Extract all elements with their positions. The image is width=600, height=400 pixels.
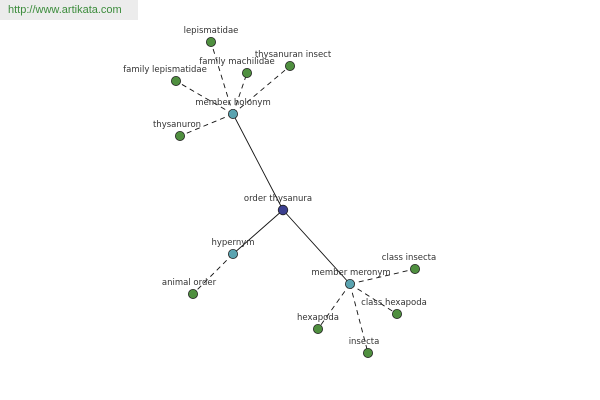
- relation-node-hypernym[interactable]: hypernym: [211, 238, 255, 259]
- root-node[interactable]: order thysanura: [244, 194, 312, 216]
- leaf-node-family-machilidae-dot[interactable]: [241, 68, 252, 79]
- leaf-node-thysanuron-label: thysanuron: [153, 120, 201, 130]
- edge-member-meronym-insecta: [349, 283, 369, 354]
- leaf-node-insecta-dot[interactable]: [362, 347, 373, 358]
- relation-node-member-meronym-dot[interactable]: [344, 278, 355, 289]
- relation-node-member-meronym[interactable]: member meronym: [311, 268, 391, 289]
- leaf-node-class-hexapoda-label: class hexapoda: [361, 298, 427, 308]
- edge-hypernym-animal-order: [192, 253, 234, 295]
- leaf-node-family-lepismatidae-label: family lepismatidae: [123, 65, 207, 75]
- leaf-node-family-machilidae-label: family machilidae: [199, 57, 274, 67]
- relation-node-member-meronym-label: member meronym: [311, 268, 390, 278]
- edge-member-holonym-thysanuron: [179, 113, 234, 137]
- relation-node-member-holonym[interactable]: member holonym: [195, 98, 271, 120]
- leaf-node-insecta-label: insecta: [349, 337, 380, 347]
- leaf-node-animal-order-dot[interactable]: [187, 288, 198, 299]
- leaf-node-thysanuron[interactable]: thysanuron: [153, 120, 201, 141]
- leaf-node-hexapoda-dot[interactable]: [312, 323, 323, 334]
- leaf-node-animal-order-label: animal order: [162, 278, 217, 288]
- root-node-dot[interactable]: [277, 204, 289, 216]
- watermark-url[interactable]: http://www.artikata.com: [8, 4, 122, 16]
- leaf-node-insecta[interactable]: insecta: [349, 337, 380, 358]
- edge-member-meronym-class-insecta: [349, 268, 416, 285]
- edge-root-member-meronym: [282, 209, 351, 285]
- watermark-bar: http://www.artikata.com: [0, 0, 138, 20]
- edge-member-holonym-family-lepismatidae: [175, 80, 234, 115]
- relation-node-hypernym-dot[interactable]: [227, 248, 238, 259]
- leaf-node-animal-order[interactable]: animal order: [162, 278, 217, 299]
- leaf-node-class-insecta[interactable]: class insecta: [382, 253, 436, 274]
- edge-root-member-holonym: [232, 113, 284, 211]
- leaf-node-thysanuran-insect[interactable]: thysanuran insect: [255, 50, 332, 72]
- leaf-node-thysanuran-insect-dot[interactable]: [284, 61, 295, 72]
- leaf-node-lepismatidae-dot[interactable]: [205, 37, 216, 48]
- leaf-node-thysanuran-insect-label: thysanuran insect: [255, 50, 332, 60]
- leaf-node-class-hexapoda[interactable]: class hexapoda: [361, 298, 427, 319]
- leaf-node-thysanuron-dot[interactable]: [174, 130, 185, 141]
- edge-member-holonym-family-machilidae: [232, 72, 248, 115]
- leaf-node-class-insecta-label: class insecta: [382, 253, 436, 263]
- relation-node-hypernym-label: hypernym: [211, 238, 254, 248]
- leaf-node-family-lepismatidae[interactable]: family lepismatidae: [123, 65, 207, 87]
- relation-node-member-holonym-label: member holonym: [195, 98, 270, 108]
- leaf-node-class-hexapoda-dot[interactable]: [391, 308, 402, 319]
- edges-layer: [175, 41, 416, 354]
- leaf-node-lepismatidae-label: lepismatidae: [184, 26, 239, 36]
- relation-node-member-holonym-dot[interactable]: [227, 109, 238, 120]
- leaf-node-hexapoda-label: hexapoda: [297, 313, 339, 323]
- edge-root-hypernym: [232, 209, 284, 255]
- leaf-node-class-insecta-dot[interactable]: [409, 263, 420, 274]
- nodes-layer: lepismatidae family machilidaethysanuran …: [123, 26, 436, 358]
- edge-member-meronym-class-hexapoda: [349, 283, 398, 315]
- edge-member-meronym-hexapoda: [317, 283, 351, 330]
- leaf-node-hexapoda[interactable]: hexapoda: [297, 313, 339, 334]
- leaf-node-family-machilidae[interactable]: family machilidae: [199, 57, 275, 79]
- root-node-label: order thysanura: [244, 194, 312, 204]
- leaf-node-family-lepismatidae-dot[interactable]: [170, 76, 181, 87]
- leaf-node-lepismatidae[interactable]: lepismatidae: [184, 26, 239, 48]
- edge-member-holonym-lepismatidae: [210, 41, 234, 115]
- edge-member-holonym-thysanuran-insect: [232, 65, 291, 115]
